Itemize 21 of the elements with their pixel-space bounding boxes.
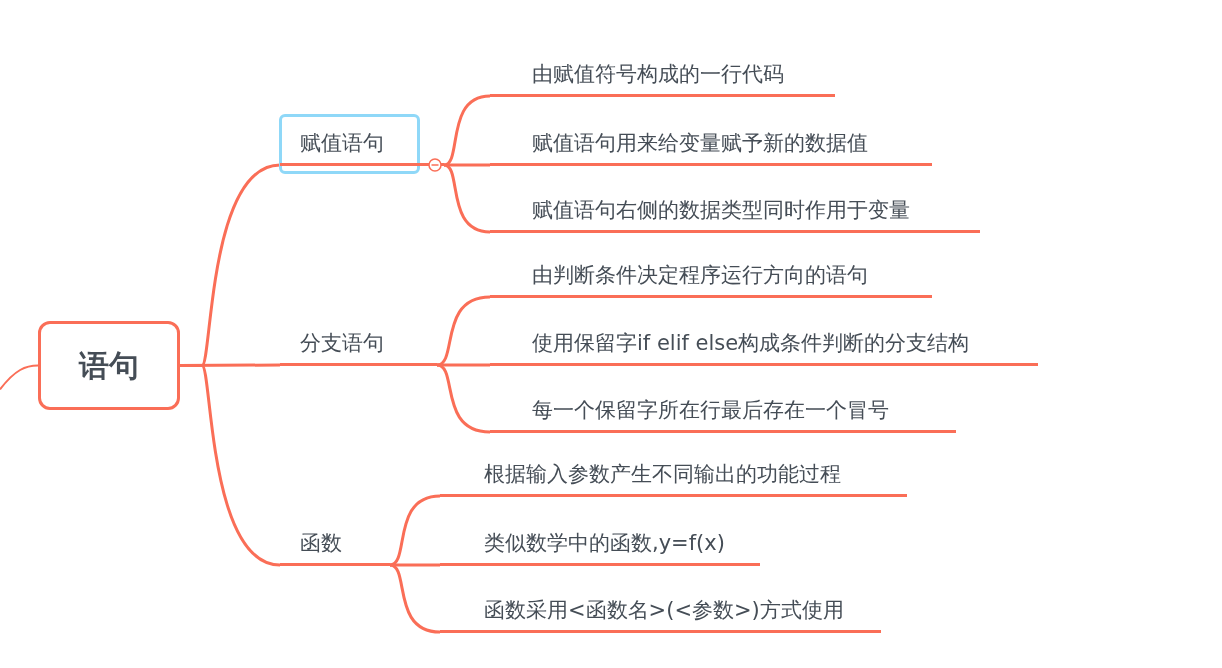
topic-text: 语句	[79, 347, 139, 385]
topic-text: 赋值语句用来给变量赋予新的数据值	[532, 129, 868, 157]
branch-line	[389, 563, 441, 634]
topic-text: 赋值语句	[300, 129, 384, 157]
topic-text: 分支语句	[300, 329, 384, 357]
topic-text: 函数采用<函数名>(<参数>)方式使用	[484, 596, 844, 624]
topic-text: 由判断条件决定程序运行方向的语句	[532, 261, 868, 289]
branch-line	[443, 163, 491, 234]
topic-text: 每一个保留字所在行最后存在一个冒号	[532, 396, 889, 424]
branch-line	[443, 94, 491, 167]
branch-line	[436, 363, 491, 434]
topic-text: 赋值语句右侧的数据类型同时作用于变量	[532, 196, 910, 224]
topic-text: 由赋值符号构成的一行代码	[532, 60, 784, 88]
central-topic	[38, 321, 180, 410]
branch-line	[389, 494, 441, 567]
branch-line	[0, 364, 39, 391]
topic-text: 函数	[300, 529, 342, 557]
branch-line	[436, 295, 491, 367]
topic-text: 使用保留字if elif else构成条件判断的分支结构	[532, 329, 970, 357]
topic-text: 类似数学中的函数,y=f(x)	[484, 529, 725, 557]
topic-text: 根据输入参数产生不同输出的功能过程	[484, 460, 841, 488]
